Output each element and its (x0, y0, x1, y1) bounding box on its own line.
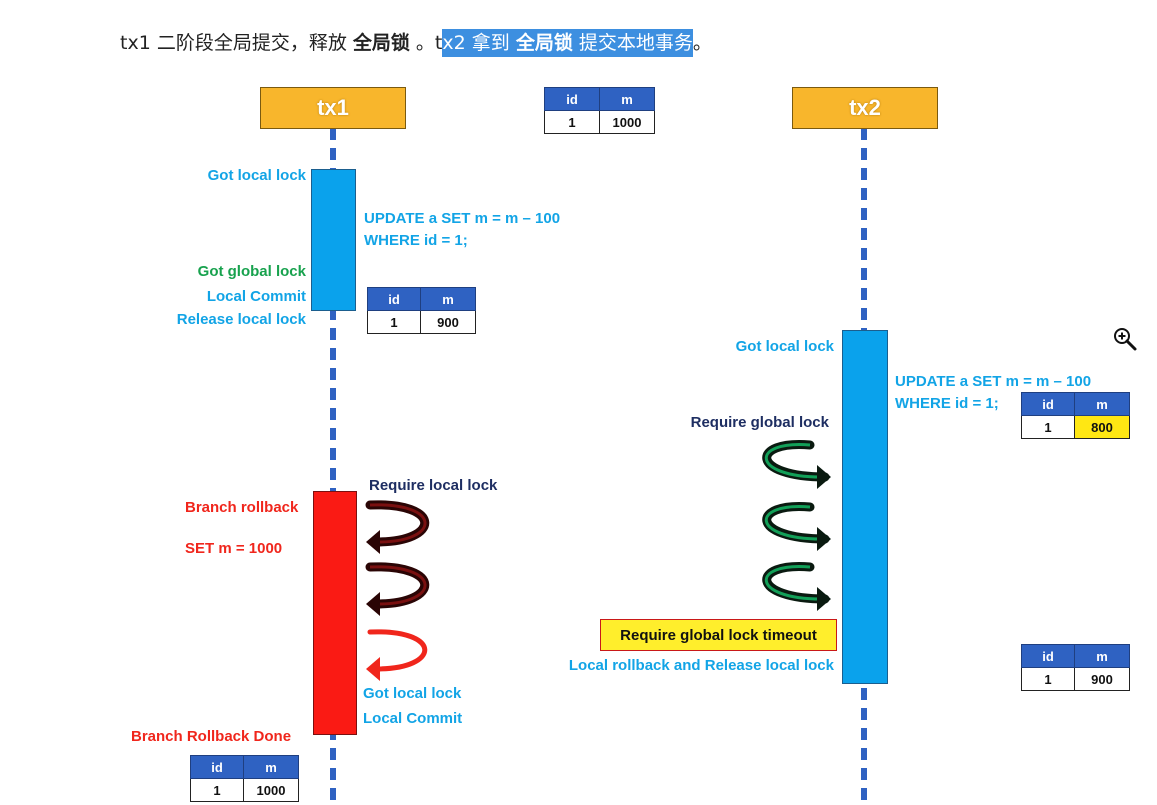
zoom-in-icon[interactable] (1112, 326, 1138, 352)
tx1-got-local-lock-2: Got local lock (363, 685, 462, 702)
heading-hl-text-2: 提交本地事务 (572, 32, 693, 54)
heading-selection-highlight: x2 拿到 全局锁 提交本地事务 (442, 29, 693, 57)
heading-hl-bold: 全局锁 (515, 32, 573, 54)
heading-text-1: tx1 二阶段全局提交，释放 (120, 32, 353, 54)
table-initial-header-m: m (599, 87, 655, 111)
tx1-sql-line1: UPDATE a SET m = m – 100 (364, 210, 561, 227)
heading-text-2: 。t (409, 32, 443, 54)
green-loop-arrow-2 (762, 502, 831, 551)
tx1-local-commit-2: Local Commit (363, 710, 463, 727)
tx1-release-local-lock: Release local lock (176, 311, 306, 328)
page-heading: tx1 二阶段全局提交，释放 全局锁 。tx2 拿到 全局锁 提交本地事务。 (120, 28, 712, 57)
table-tx2-update-header-m: m (1074, 392, 1130, 416)
table-after-tx1-cell-m: 900 (420, 310, 476, 334)
tx1-lifeline (330, 128, 336, 805)
table-initial-cell-m: 1000 (599, 110, 655, 134)
table-tx2-update-cell-m: 800 (1074, 415, 1130, 439)
green-loop-arrow-1 (762, 440, 831, 489)
table-after-tx1-header-m: m (420, 287, 476, 311)
table-final-cell-m: 1000 (243, 778, 299, 802)
table-tx2-update-cell-id: 1 (1021, 415, 1075, 439)
red-loop-arrow-2 (365, 562, 430, 616)
tx2-sql-line2: WHERE id = 1; (895, 395, 999, 412)
green-loop-arrow-3 (762, 562, 831, 611)
tx1-got-global-lock: Got global lock (197, 263, 306, 280)
tx1-retry-arrows (365, 500, 430, 681)
tx1-branch-rollback-done: Branch Rollback Done (131, 728, 292, 745)
table-after-tx1-header-id: id (367, 287, 421, 311)
table-tx2-rollback-cell-m: 900 (1074, 667, 1130, 691)
heading-bold-1: 全局锁 (352, 32, 410, 54)
tx1-branch-rollback: Branch rollback (185, 499, 299, 516)
tx1-set-m: SET m = 1000 (185, 540, 283, 557)
red-loop-arrow-1 (365, 500, 430, 554)
tx1-local-commit: Local Commit (206, 288, 306, 305)
tx2-timeout-box: Require global lock timeout (600, 619, 837, 651)
tx1-rollback-block (313, 491, 357, 735)
tx1-got-local-lock: Got local lock (207, 167, 306, 184)
tx1-header: tx1 (260, 87, 406, 129)
table-final-header-id: id (190, 755, 244, 779)
red-loop-arrow-3 (366, 629, 428, 681)
table-final-cell-id: 1 (190, 778, 244, 802)
heading-hl-text-1: x2 拿到 (442, 32, 516, 54)
table-tx2-update-header-id: id (1021, 392, 1075, 416)
tx2-got-local-lock: Got local lock (735, 338, 834, 355)
tx2-local-txn-block (842, 330, 888, 684)
table-tx2-rollback-cell-id: 1 (1021, 667, 1075, 691)
heading-text-3: 。 (692, 32, 712, 54)
tx2-retry-arrows (762, 440, 831, 611)
table-tx2-rollback-header-m: m (1074, 644, 1130, 668)
tx1-local-txn-block (311, 169, 356, 311)
tx2-require-global-lock: Require global lock (690, 414, 829, 431)
table-initial-cell-id: 1 (544, 110, 600, 134)
tx2-header: tx2 (792, 87, 938, 129)
tx1-sql-line2: WHERE id = 1; (364, 232, 468, 249)
tx2-local-rollback: Local rollback and Release local lock (568, 657, 834, 674)
table-after-tx1-cell-id: 1 (367, 310, 421, 334)
table-final-header-m: m (243, 755, 299, 779)
tx1-require-local-lock: Require local lock (369, 477, 498, 494)
table-tx2-rollback-header-id: id (1021, 644, 1075, 668)
tx2-sql-line1: UPDATE a SET m = m – 100 (895, 373, 1092, 390)
table-initial-header-id: id (544, 87, 600, 111)
